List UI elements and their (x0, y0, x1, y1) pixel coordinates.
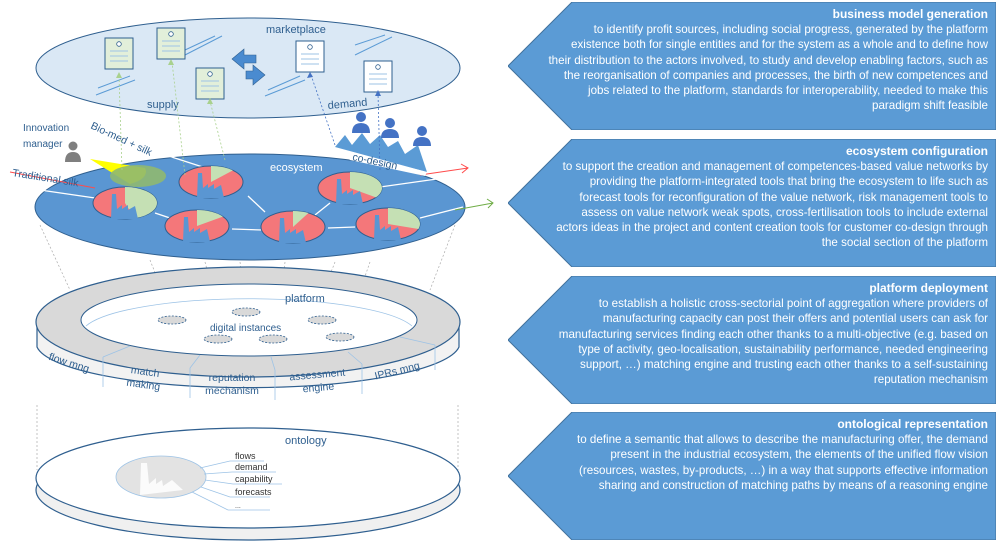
factory-node (260, 210, 326, 244)
exchange-arrows-icon (231, 48, 266, 86)
factory-node (317, 171, 383, 205)
marketplace-layer: marketplace supply demand (35, 17, 461, 176)
panel-body: to identify profit sources, including so… (548, 23, 988, 113)
arrow-shape (508, 2, 996, 130)
marketplace-label: marketplace (266, 24, 326, 36)
digital-instance (157, 315, 187, 325)
arrow-shape (508, 139, 996, 267)
panel-business-model-generation: business model generation to identify pro… (508, 2, 996, 130)
platform-label: platform (285, 293, 325, 305)
ontology-item-capability: capability (235, 474, 273, 484)
document-icon (195, 67, 225, 100)
digital-instance (231, 307, 261, 317)
ontology-item-more: ... (235, 503, 241, 510)
document-icon (363, 60, 393, 93)
module-match-making: matchmaking (126, 364, 163, 393)
digital-instance (258, 334, 288, 344)
panel-body: to support the creation and management o… (556, 160, 988, 250)
traditional-silk-label: Traditional silk (12, 167, 81, 189)
customer-icon (413, 126, 431, 146)
customer-icon (352, 112, 370, 133)
supply-label: supply (147, 99, 179, 111)
demand-label: demand (327, 97, 368, 112)
document-icon (104, 37, 134, 70)
digital-instance (203, 334, 233, 344)
panel-title: platform deployment (869, 281, 988, 295)
platform-layer: platform digital instances flow mng matc… (35, 266, 461, 400)
ontology-item-forecasts: forecasts (235, 487, 272, 497)
factory-node (355, 207, 421, 241)
arrow-shape (508, 412, 996, 540)
digital-instances-label: digital instances (210, 323, 281, 334)
customer-icon (381, 118, 399, 138)
module-assessment-engine: assessmentengine (289, 367, 347, 397)
panel-platform-deployment: platform deployment to establish a holist… (508, 276, 996, 404)
factory-node (164, 209, 230, 243)
panel-body: to establish a holistic cross-sectorial … (558, 297, 988, 387)
document-icon (156, 27, 186, 60)
factory-node (92, 186, 158, 220)
panel-body: to define a semantic that allows to desc… (577, 433, 988, 492)
panel-ecosystem-configuration: ecosystem configuration to support the cr… (508, 139, 996, 267)
ontology-item-flows: flows (235, 451, 256, 461)
factory-node (178, 165, 244, 199)
ontology-layer: ontology flows demand capability forecas… (35, 427, 461, 541)
ecosystem-layer: ecosystem Traditional silk Bio-med + sil… (9, 120, 494, 261)
document-icon (295, 40, 325, 73)
arrow-shape (508, 276, 996, 404)
panel-title: ecosystem configuration (845, 144, 988, 158)
panel-title: business model generation (832, 7, 988, 21)
layered-architecture-diagram: ontology flows demand capability forecas… (9, 17, 494, 541)
digital-instance (307, 315, 337, 325)
ecosystem-label: ecosystem (270, 162, 323, 174)
ontology-item-demand: demand (235, 462, 268, 472)
ontology-label: ontology (285, 435, 327, 447)
digital-instance (325, 332, 355, 342)
panel-ontological-representation: ontological representation to define a se… (508, 412, 996, 540)
panel-title: ontological representation (837, 417, 988, 431)
person-icon (65, 141, 81, 162)
ontology-factory-icon (115, 455, 207, 499)
